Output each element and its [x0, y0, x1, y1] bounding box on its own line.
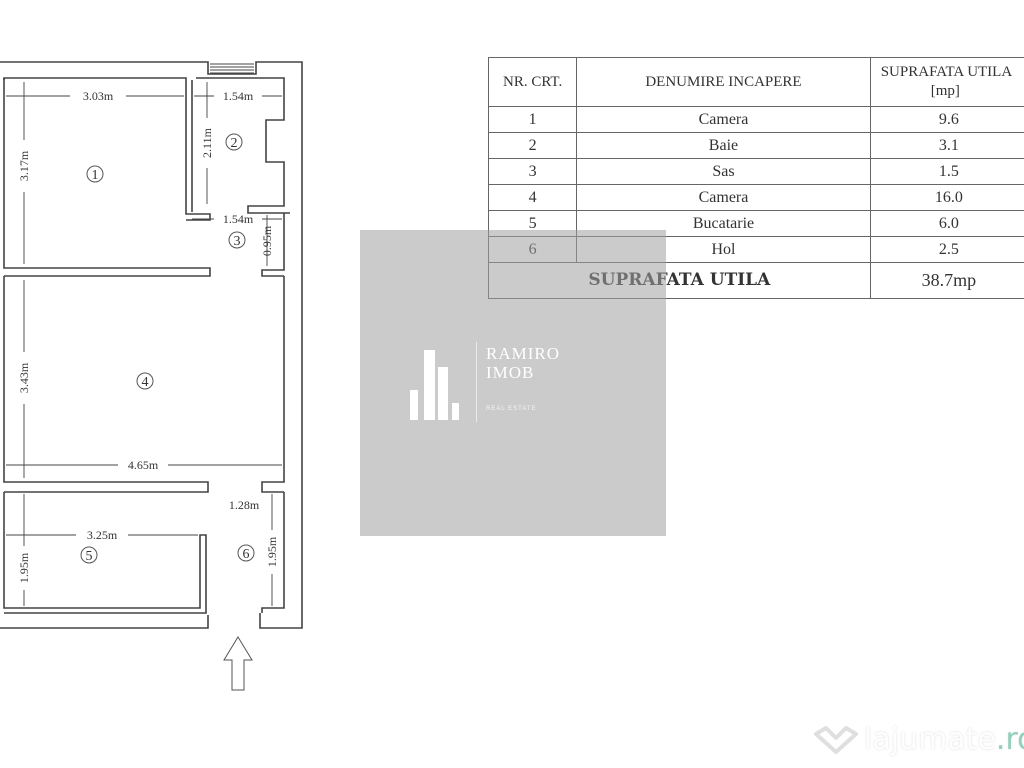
dimension-room-4-height: 3.43m [17, 280, 31, 478]
dimension-room-5-width: 3.25m [6, 528, 198, 542]
room-label-4: 4 [136, 372, 154, 390]
svg-text:1: 1 [92, 168, 99, 183]
room-5-wall [3, 492, 207, 614]
dimension-room-2-width: 1.54m [194, 89, 282, 103]
room-4-right [261, 276, 285, 493]
arrow-up-icon [223, 636, 253, 691]
dimension-room-6-width: 1.28m [229, 498, 260, 512]
svg-text:5: 5 [86, 549, 93, 564]
agency-watermark: RAMIRO IMOB REAL ESTATE [360, 230, 666, 536]
dimension-room-1-width: 3.03m [6, 89, 184, 103]
svg-text:1.54m: 1.54m [223, 212, 254, 226]
room-label-6: 6 [237, 544, 255, 562]
svg-text:4: 4 [142, 375, 149, 390]
room-label-5: 5 [80, 546, 98, 564]
svg-text:3.17m: 3.17m [17, 150, 31, 181]
dimension-room-6-height: 1.95m [265, 494, 279, 606]
outer-wall-bottom [0, 615, 209, 629]
svg-text:1.95m: 1.95m [265, 536, 279, 567]
dimension-room-3-height: 0.95m [260, 215, 274, 266]
room-4-wall [3, 276, 209, 493]
outer-wall [0, 61, 303, 629]
room-label-1: 1 [86, 165, 104, 183]
svg-text:1.95m: 1.95m [17, 552, 31, 583]
site-name: lajumate.ro [864, 722, 1024, 757]
building-logo-icon [410, 350, 459, 420]
room-6-wall [261, 492, 285, 613]
dimension-room-5-height: 1.95m [17, 494, 31, 606]
svg-text:2.11m: 2.11m [200, 127, 214, 158]
svg-text:0.95m: 0.95m [260, 225, 274, 256]
dimension-room-3-width: 1.54m [192, 212, 282, 226]
room-label-2: 2 [225, 133, 243, 151]
site-watermark: lajumate.ro [812, 722, 1024, 757]
table-header-row: NR. CRT. DENUMIRE INCAPERE SUPRAFATA UTI… [487, 57, 1024, 107]
svg-text:1.54m: 1.54m [223, 89, 254, 103]
room-2-wall [196, 77, 290, 214]
watermark-name: RAMIRO IMOB [486, 344, 561, 382]
handshake-logo-icon [814, 725, 858, 754]
watermark-subtitle: REAL ESTATE [486, 406, 537, 412]
header-nr: NR. CRT. [487, 57, 578, 107]
svg-text:3.03m: 3.03m [83, 89, 114, 103]
svg-text:2: 2 [231, 136, 238, 151]
svg-text:4.65m: 4.65m [128, 458, 159, 472]
watermark-divider [476, 342, 477, 422]
svg-text:1.28m: 1.28m [229, 498, 260, 512]
dimension-room-4-width: 4.65m [6, 458, 282, 472]
room-1-left [3, 78, 211, 277]
header-name: DENUMIRE INCAPERE [576, 57, 871, 107]
steps [210, 63, 254, 74]
svg-text:3: 3 [234, 234, 241, 249]
dimension-room-2-height: 2.11m [200, 82, 214, 204]
dimension-room-1-height: 3.17m [17, 82, 31, 264]
svg-text:3.43m: 3.43m [17, 362, 31, 393]
room-label-3: 3 [228, 231, 246, 249]
header-area: SUPRAFATA UTILA [mp] [869, 57, 1024, 107]
room-3-wall [261, 213, 285, 277]
total-value: 38.7mp [869, 262, 1024, 299]
svg-text:3.25m: 3.25m [87, 528, 118, 542]
svg-text:6: 6 [243, 547, 250, 562]
